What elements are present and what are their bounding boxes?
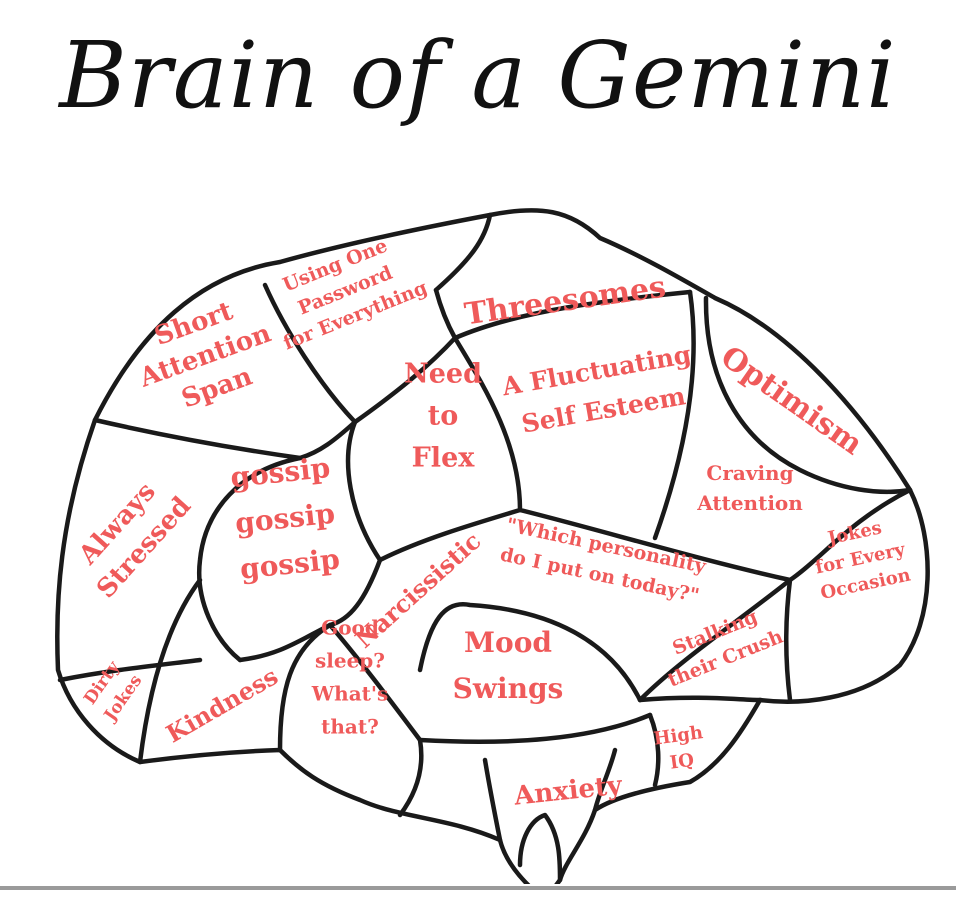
label-line: gossip [234,497,337,540]
label-short-attention-span: ShortAttentionSpan [123,286,287,425]
label-kindness: Kindness [161,661,283,748]
label-good-sleep: Good sleep? What's that? [311,616,389,739]
label-line: gossip [229,451,332,494]
label-high-iq: HighIQ [652,722,708,775]
label-line: Kindness [161,661,283,748]
label-line: What's [311,682,389,706]
page-title: Brain of a Gemini [59,22,897,129]
label-jokes-every-occasion: Jokesfor EveryOccasion [808,514,913,604]
label-line: High [652,722,704,750]
label-threesomes: Threesomes [462,270,668,333]
label-which-personality: "Which personalitydo I put on today?" [498,514,709,607]
label-line: gossip [238,542,341,585]
label-fluctuating-self-esteem: A FluctuatingSelf Esteem [499,340,700,441]
label-gossip: gossipgossipgossip [229,451,342,586]
label-line: Flex [412,442,476,473]
label-line: Mood [464,626,552,659]
label-always-stressed: AlwaysStressed [64,467,197,604]
label-line: Good [321,616,379,640]
bottom-divider [0,886,956,890]
label-line: Need [404,358,482,389]
label-line: sleep? [315,649,385,673]
region-borders [55,208,930,903]
label-line: to [428,400,458,431]
label-line: Threesomes [462,270,668,333]
label-line: IQ [669,750,696,774]
label-stalking-crush: Stalkingtheir Crush [654,600,786,692]
label-line: that? [321,715,379,739]
label-line: Craving [706,461,793,485]
label-line: Swings [453,672,564,705]
label-line: Attention [696,491,803,515]
